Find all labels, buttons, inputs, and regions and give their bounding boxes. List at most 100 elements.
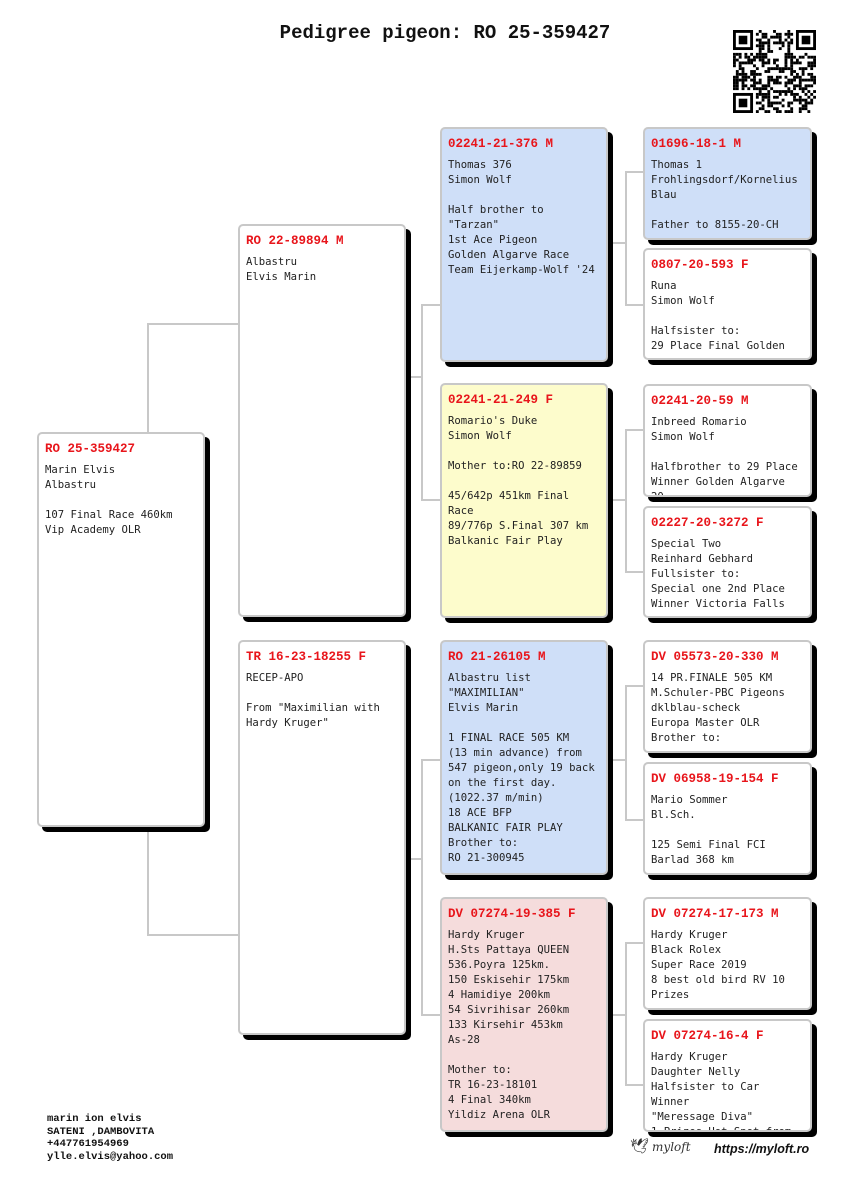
- qr-module: [804, 78, 808, 82]
- qr-module: [784, 55, 788, 59]
- qr-module: [764, 32, 768, 36]
- qr-module: [793, 87, 796, 91]
- qr-module: [764, 61, 768, 65]
- qr-module: [738, 78, 742, 82]
- qr-module: [755, 55, 759, 59]
- pigeon-card-gen4[interactable]: DV 07274-17-173 M Hardy Kruger Black Rol…: [643, 897, 812, 1010]
- qr-module: [761, 35, 765, 39]
- connector-g3-2: [608, 685, 643, 821]
- pigeon-info: Hardy Kruger Black Rolex Super Race 2019…: [651, 929, 785, 1001]
- qr-module: [775, 81, 779, 85]
- pigeon-info: Thomas 1 Frohlingsdorf/Kornelius Blau Fa…: [651, 159, 798, 231]
- pigeon-card-gen3[interactable]: DV 07274-19-385 F Hardy Kruger H.Sts Pat…: [440, 897, 608, 1132]
- qr-module: [767, 92, 771, 96]
- qr-module: [810, 98, 814, 102]
- qr-module: [733, 87, 736, 91]
- qr-module: [773, 30, 776, 33]
- qr-module: [744, 55, 748, 59]
- qr-module: [758, 50, 762, 53]
- pigeon-info: Mario Sommer Bl.Sch. 125 Semi Final FCI …: [651, 794, 766, 866]
- qr-module: [735, 81, 739, 85]
- qr-module: [753, 75, 756, 79]
- qr-module: [787, 47, 791, 51]
- qr-module: [775, 90, 779, 93]
- pigeon-card-gen4[interactable]: 02227-20-3272 F Special Two Reinhard Geb…: [643, 506, 812, 618]
- qr-module: [761, 44, 765, 48]
- qr-module: [738, 67, 742, 71]
- qr-module: [733, 84, 736, 88]
- qr-module: [773, 107, 776, 111]
- pigeon-card-gen4[interactable]: DV 05573-20-330 M 14 PR.FINALE 505 KM M.…: [643, 640, 812, 753]
- pigeon-card-sire[interactable]: RO 22-89894 M Albastru Elvis Marin: [238, 224, 406, 617]
- qr-module: [784, 52, 788, 56]
- pigeon-card-gen4[interactable]: DV 06958-19-154 F Mario Sommer Bl.Sch. 1…: [643, 762, 812, 875]
- qr-module: [747, 55, 751, 59]
- qr-module: [758, 81, 762, 85]
- qr-module: [775, 75, 779, 79]
- qr-module: [761, 84, 765, 88]
- qr-module: [790, 81, 794, 85]
- qr-module: [790, 52, 794, 56]
- pigeon-card-gen3[interactable]: 02241-21-376 M Thomas 376 Simon Wolf Hal…: [440, 127, 608, 362]
- pigeon-card-subject[interactable]: RO 25-359427 Marin Elvis Albastru 107 Fi…: [37, 432, 205, 827]
- qr-module: [804, 92, 808, 96]
- qr-module: [767, 70, 771, 73]
- qr-module: [747, 75, 751, 79]
- qr-module: [767, 50, 771, 53]
- qr-module: [810, 78, 814, 82]
- qr-module: [778, 75, 782, 79]
- qr-module: [750, 61, 754, 65]
- qr-module: [795, 92, 799, 96]
- qr-module: [798, 67, 802, 71]
- qr-module: [744, 61, 748, 65]
- qr-module: [773, 90, 776, 93]
- qr-module: [778, 67, 782, 71]
- qr-module: [738, 55, 742, 59]
- qr-module: [767, 98, 771, 102]
- pigeon-card-gen4[interactable]: 0807-20-593 F Runa Simon Wolf Halfsister…: [643, 248, 812, 360]
- qr-module: [764, 55, 768, 59]
- qr-module: [790, 58, 794, 62]
- qr-module: [758, 58, 762, 62]
- connector-g3-0: [608, 171, 643, 306]
- qr-module: [764, 35, 768, 39]
- pigeon-card-gen3[interactable]: 02241-21-249 F Romario's Duke Simon Wolf…: [440, 383, 608, 618]
- qr-module: [775, 67, 779, 71]
- logo-text: myloft: [652, 1140, 691, 1154]
- qr-module: [767, 58, 771, 62]
- qr-module: [747, 58, 751, 62]
- pigeon-card-dam[interactable]: TR 16-23-18255 F RECEP-APO From "Maximil…: [238, 640, 406, 1035]
- qr-module: [813, 78, 816, 82]
- qr-module: [801, 72, 805, 76]
- qr-module: [798, 98, 802, 102]
- pigeon-card-gen3[interactable]: RO 21-26105 M Albastru list "MAXIMILIAN"…: [440, 640, 608, 875]
- qr-module: [810, 64, 814, 68]
- qr-module: [758, 90, 762, 93]
- qr-module: [753, 72, 756, 76]
- connector-sire: [406, 304, 440, 501]
- qr-module: [775, 110, 779, 113]
- pigeon-card-gen4[interactable]: DV 07274-16-4 F Hardy Kruger Daughter Ne…: [643, 1019, 812, 1132]
- qr-module: [744, 52, 748, 56]
- qr-module: [744, 84, 748, 88]
- footer-url[interactable]: https://myloft.ro: [714, 1142, 810, 1156]
- qr-module: [807, 101, 811, 105]
- qr-module: [804, 67, 808, 71]
- qr-module: [778, 81, 782, 85]
- qr-module: [764, 52, 768, 56]
- qr-module: [807, 72, 811, 76]
- qr-module: [761, 61, 765, 65]
- connector-g3-3: [608, 942, 643, 1086]
- pigeon-card-gen4[interactable]: 02241-20-59 M Inbreed Romario Simon Wolf…: [643, 384, 812, 497]
- qr-module: [744, 72, 748, 76]
- qr-module: [741, 72, 745, 76]
- qr-module: [778, 35, 782, 39]
- qr-module: [775, 107, 779, 111]
- qr-module: [790, 110, 794, 113]
- qr-module: [804, 98, 808, 102]
- qr-module: [798, 107, 802, 111]
- pigeon-card-gen4[interactable]: 01696-18-1 M Thomas 1 Frohlingsdorf/Korn…: [643, 127, 812, 240]
- qr-module: [775, 78, 779, 82]
- qr-module: [804, 84, 808, 88]
